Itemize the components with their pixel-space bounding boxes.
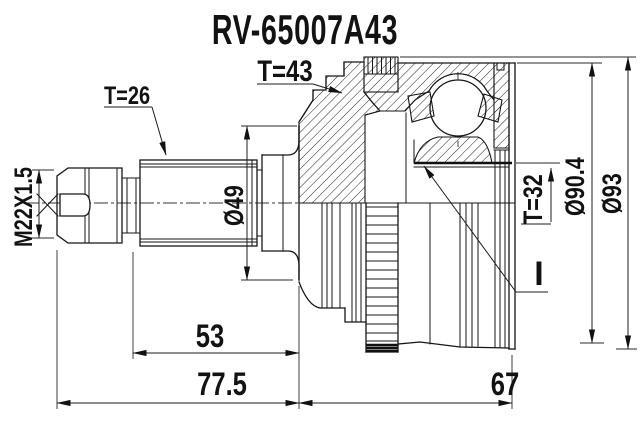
ball-cage-inner-race bbox=[407, 79, 512, 168]
label-leader-i: I bbox=[423, 165, 548, 293]
dimension-t32: T=32 bbox=[516, 162, 560, 225]
shaft-length-label: 77.5 bbox=[197, 367, 247, 402]
dimension-d49: Ø49 bbox=[220, 125, 297, 281]
outer-diameter-label: Ø93 bbox=[598, 173, 628, 214]
joint-length-label: 67 bbox=[491, 367, 519, 402]
leader-mark-label: I bbox=[534, 255, 543, 293]
housing-exterior-lower bbox=[298, 149, 510, 353]
dimension-d90-4: Ø90.4 bbox=[517, 62, 604, 344]
spline-length-label: 53 bbox=[196, 319, 224, 354]
bearing-ball bbox=[429, 79, 487, 137]
label-t26: T=26 bbox=[104, 82, 167, 156]
dimension-77-5: 77.5 bbox=[56, 250, 300, 409]
part-number-title: RV-65007A43 bbox=[212, 5, 398, 53]
label-t43: T=43 bbox=[257, 53, 343, 94]
dimension-m22: M22X1.5 bbox=[10, 167, 54, 247]
housing-diameter-label: Ø90.4 bbox=[561, 157, 591, 216]
dimension-67: 67 bbox=[298, 355, 519, 409]
dimension-53: 53 bbox=[132, 252, 300, 409]
cage-section-right bbox=[477, 93, 503, 123]
shaft-spline-teeth-label: T=26 bbox=[104, 82, 150, 110]
thread-spec-label: M22X1.5 bbox=[10, 167, 38, 247]
housing-section-hatch bbox=[298, 61, 510, 204]
abs-tone-ring-band bbox=[365, 202, 399, 353]
abs-tone-ring-section bbox=[363, 56, 399, 93]
center-mark-icon bbox=[36, 193, 59, 217]
bore-spline-teeth-label: T=32 bbox=[519, 174, 549, 224]
cage-section-left bbox=[407, 91, 435, 123]
boot-seat-diameter-label: Ø49 bbox=[220, 185, 250, 226]
dimension-d93: Ø93 bbox=[400, 56, 637, 350]
ring-teeth-label: T=43 bbox=[257, 53, 312, 87]
inner-race-section bbox=[413, 136, 493, 164]
stub-shaft-outline bbox=[36, 125, 300, 281]
housing-section-outline bbox=[298, 56, 516, 350]
